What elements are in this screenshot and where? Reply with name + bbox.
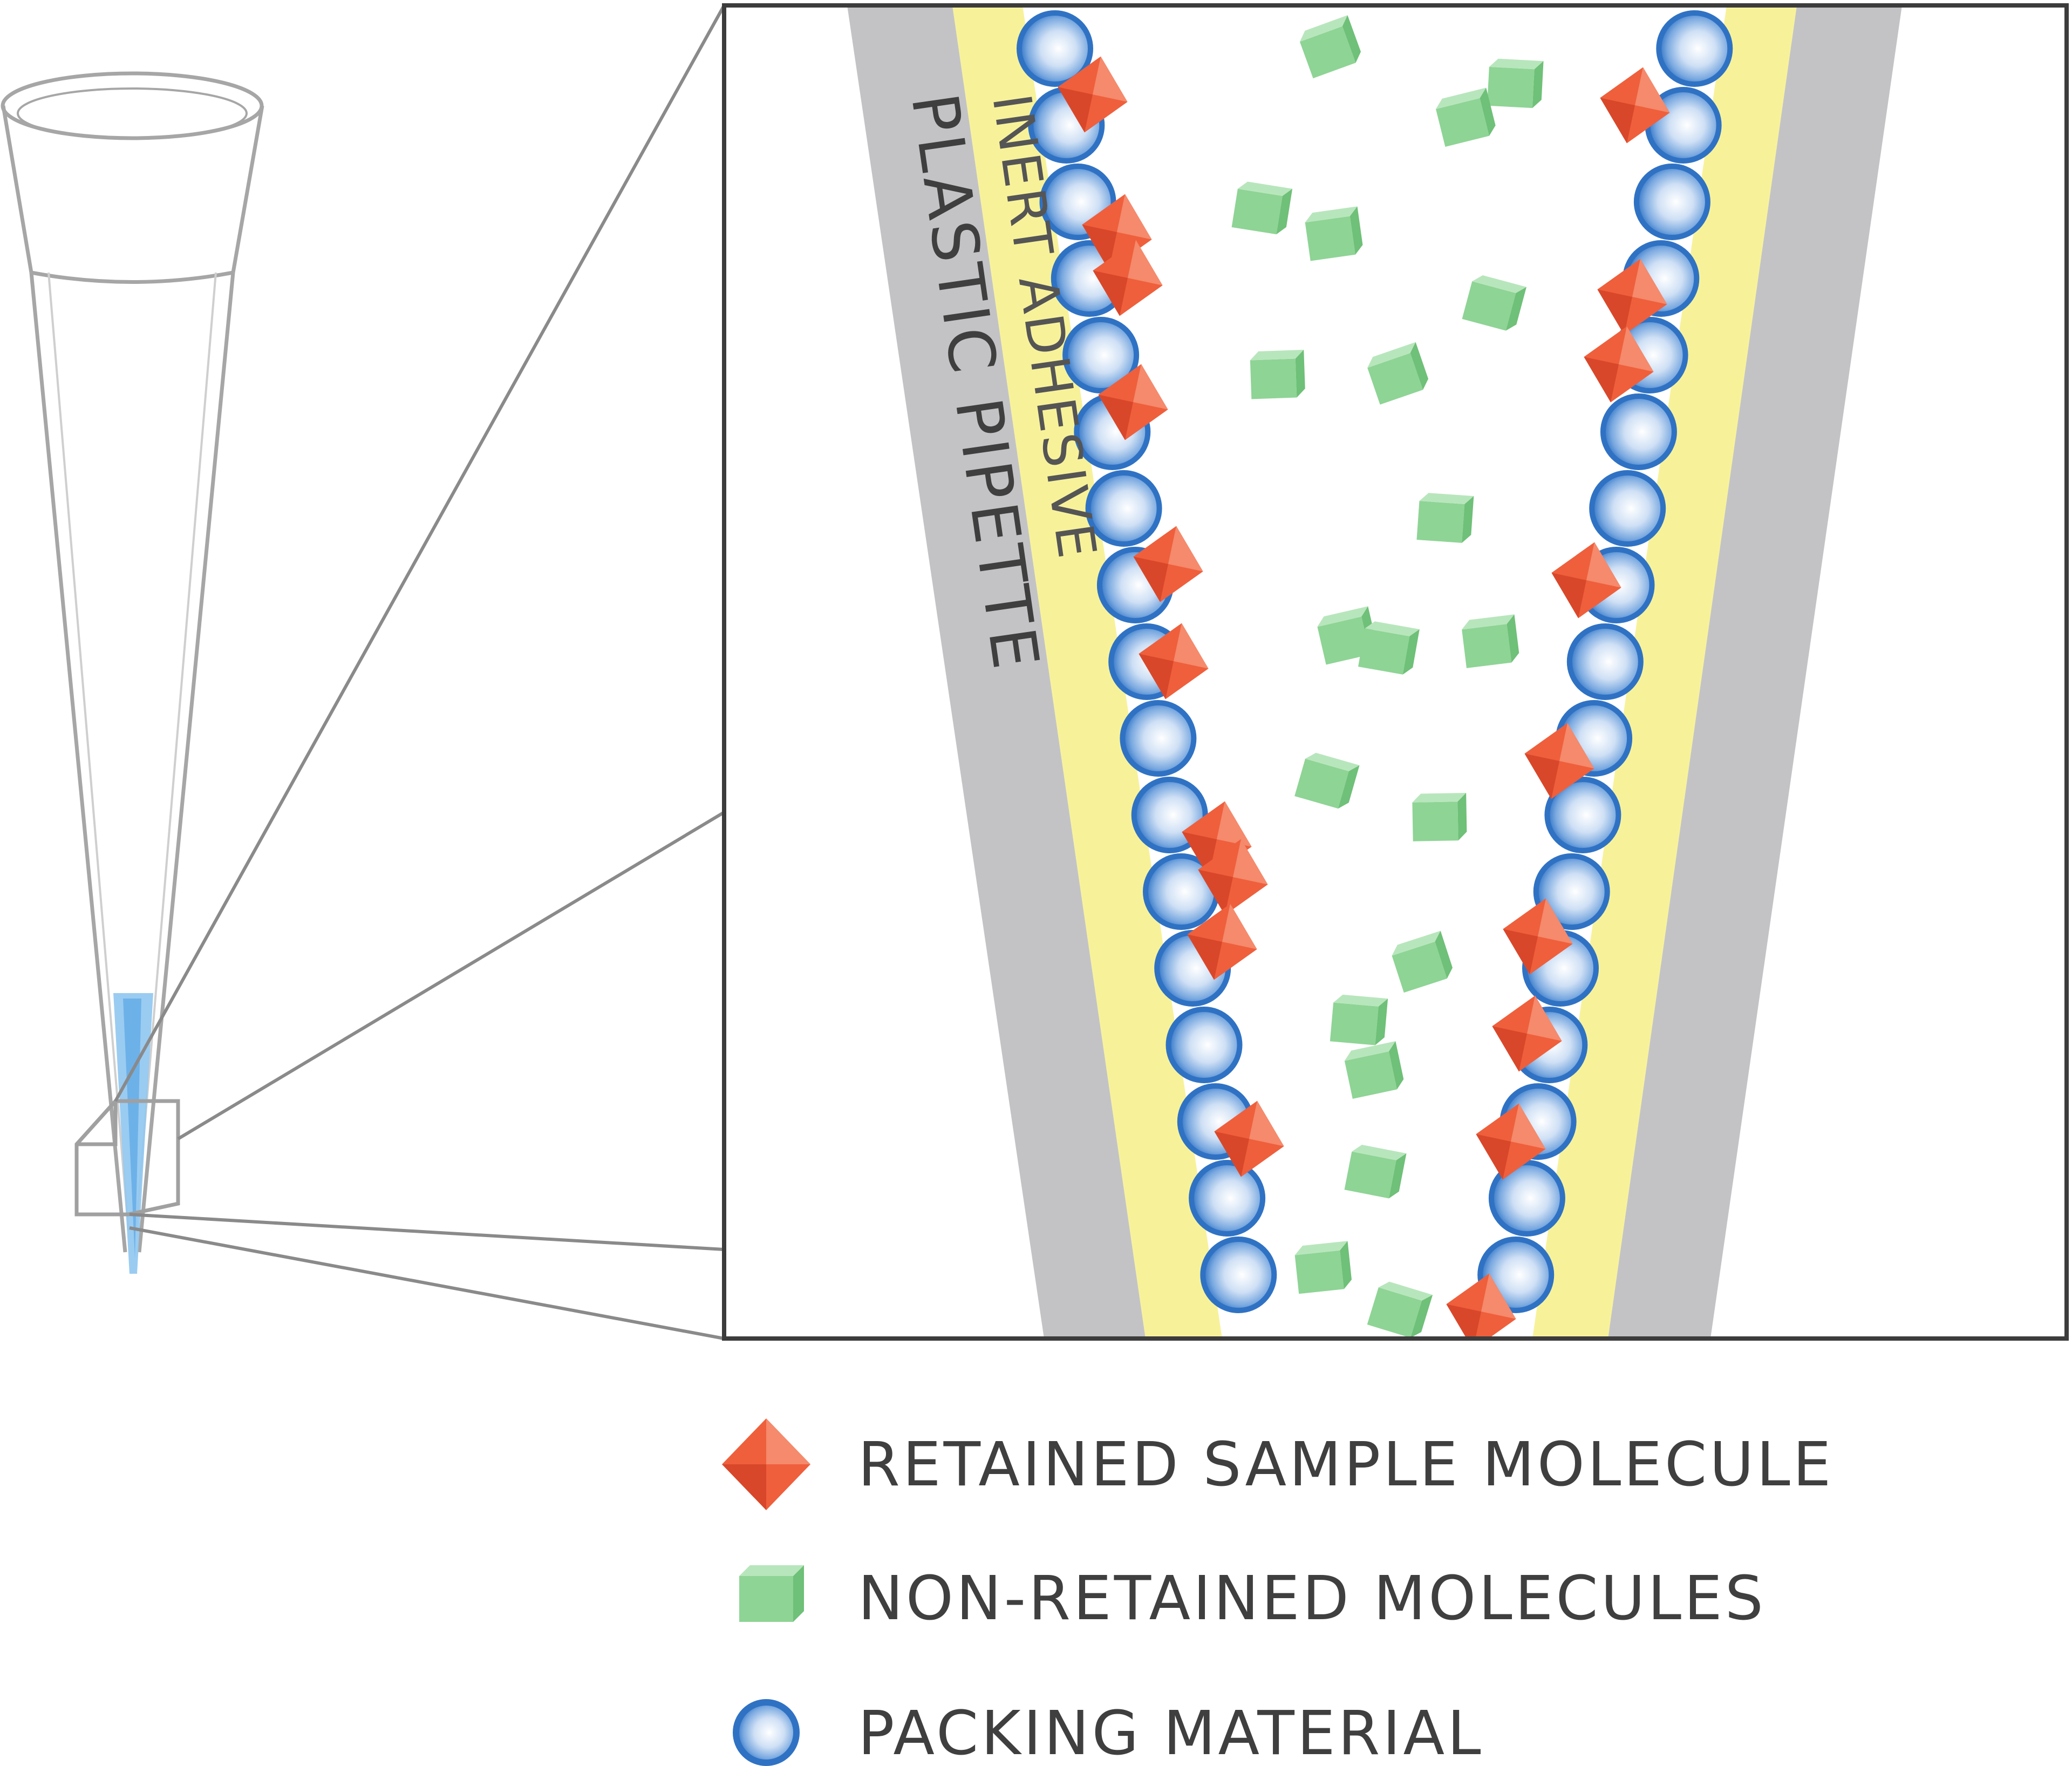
retained-molecule	[1098, 364, 1168, 440]
left-packing-bead	[1200, 1237, 1277, 1313]
retained-molecule	[1187, 904, 1257, 980]
non-retained-molecule	[1487, 58, 1544, 108]
magnified-view: PLASTIC PIPETTE INERT ADHESIVE	[724, 5, 2067, 1339]
non-retained-molecule	[1330, 994, 1388, 1045]
retained-molecule	[1600, 67, 1670, 144]
right-packing-bead	[1656, 10, 1733, 87]
non-retained-molecule	[1305, 206, 1363, 261]
non-retained-molecule	[1231, 181, 1293, 235]
legend: RETAINED SAMPLE MOLECULE NON-RETAINED MO…	[722, 1418, 1834, 1766]
retained-molecule	[1058, 56, 1128, 133]
non-retained-molecule	[1344, 1041, 1404, 1099]
legend-item-retained: RETAINED SAMPLE MOLECULE	[722, 1418, 1834, 1510]
non-retained-molecules	[1231, 15, 1544, 1338]
legend-item-packing: PACKING MATERIAL	[733, 1699, 1483, 1766]
retained-molecule	[1551, 542, 1621, 619]
right-packing-bead	[1589, 470, 1666, 547]
right-adhesive-layer	[1532, 5, 1797, 1339]
legend-item-non-retained: NON-RETAINED MOLECULES	[739, 1564, 1766, 1634]
non-retained-molecule	[1294, 752, 1360, 809]
non-retained-molecule	[1358, 621, 1420, 675]
retained-molecule	[1597, 259, 1667, 335]
non-retained-molecule	[1367, 1281, 1433, 1338]
non-retained-molecule	[1344, 1144, 1407, 1199]
left-packing-bead	[1166, 1007, 1243, 1083]
non-retained-molecule	[1299, 15, 1361, 79]
retained-molecule	[1476, 1103, 1546, 1180]
right-packing-bead	[1488, 1160, 1565, 1237]
non-retained-molecule	[1367, 342, 1429, 405]
diamond-icon	[722, 1418, 810, 1510]
non-retained-molecule	[1462, 275, 1526, 331]
left-packing-bead	[1062, 317, 1140, 393]
retained-sample-molecules	[1058, 56, 1670, 1339]
retained-molecule	[1214, 1101, 1284, 1177]
left-adhesive-layer	[952, 5, 1222, 1339]
magnified-view-frame	[722, 3, 2069, 1341]
retained-molecule	[1584, 326, 1654, 403]
retained-molecule	[1198, 839, 1268, 915]
left-packing-bead	[1120, 700, 1197, 777]
right-packing-bead	[1600, 393, 1677, 470]
retained-molecule	[1093, 240, 1163, 316]
legend-label-retained: RETAINED SAMPLE MOLECULE	[858, 1430, 1834, 1500]
right-packing-bead	[1633, 164, 1710, 240]
retained-molecule	[1139, 623, 1209, 699]
left-packing-bead	[1017, 10, 1093, 87]
non-retained-molecule	[1436, 87, 1496, 147]
retained-molecule	[1503, 898, 1573, 975]
legend-label-non-retained: NON-RETAINED MOLECULES	[858, 1564, 1766, 1634]
right-pipette-wall	[1608, 5, 1902, 1339]
retained-molecule	[1524, 723, 1594, 799]
right-packing-bead	[1544, 777, 1621, 853]
legend-label-packing: PACKING MATERIAL	[858, 1699, 1483, 1766]
non-retained-molecule	[1294, 1241, 1352, 1294]
non-retained-molecule	[1416, 493, 1474, 543]
non-retained-molecule	[1412, 792, 1467, 841]
left-pipette-wall	[847, 5, 1146, 1339]
non-retained-molecule	[1392, 930, 1453, 993]
left-packing-bead	[1189, 1160, 1266, 1237]
non-retained-molecule	[1250, 350, 1305, 399]
bead-icon	[733, 1699, 800, 1766]
right-packing-bead	[1533, 853, 1610, 930]
retained-molecule	[1133, 526, 1203, 602]
non-retained-molecule	[1462, 614, 1519, 668]
pipette-tip	[1, 71, 264, 1253]
right-packing-bead	[1566, 623, 1644, 700]
left-packing-bead	[1085, 470, 1162, 547]
pipette-upper-body	[1, 105, 264, 273]
cube-icon	[739, 1565, 804, 1622]
pipette-cone	[29, 272, 235, 1253]
zoom-lines	[114, 4, 726, 1340]
retained-molecule	[1492, 995, 1562, 1072]
